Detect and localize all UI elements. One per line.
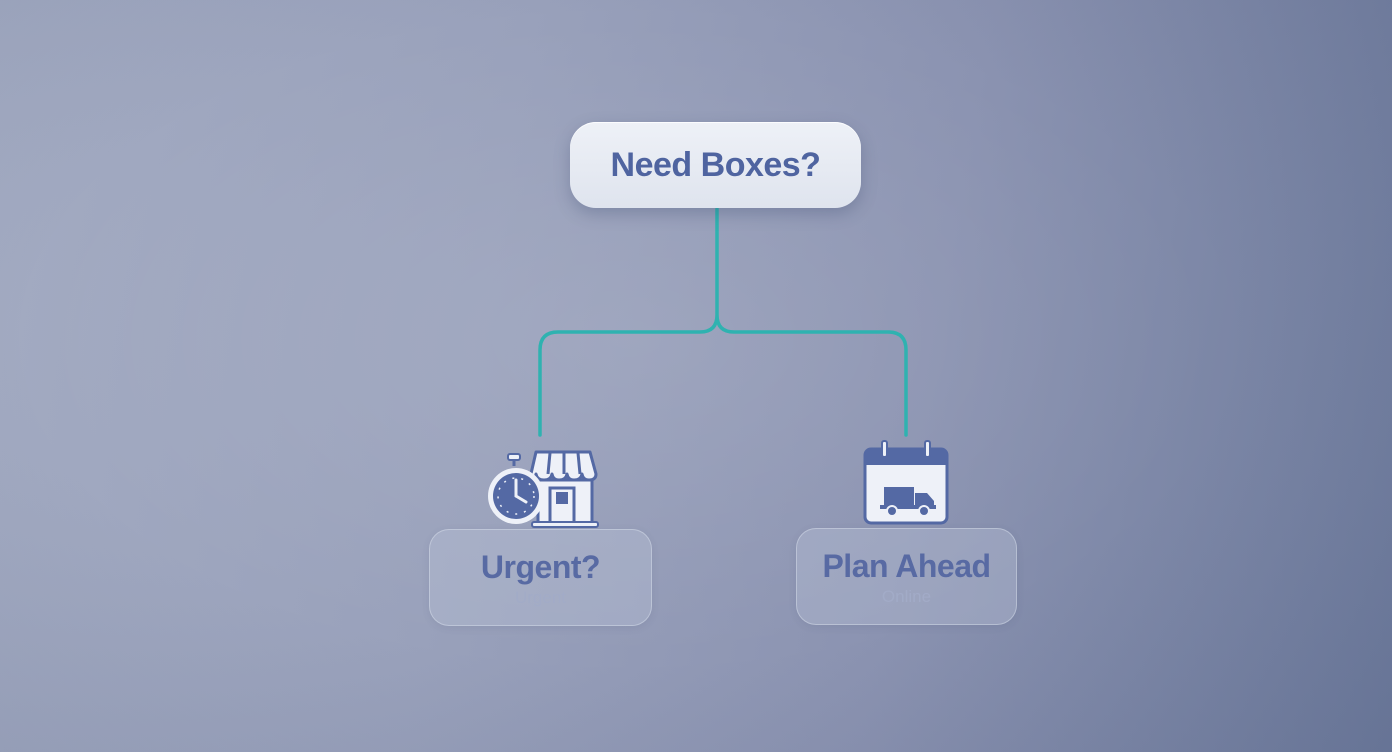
branch-card-urgent[interactable]: Urgent? Urgent [429, 529, 652, 626]
calendar-truck-icon [862, 439, 950, 527]
branch-subtitle-urgent: Urgent [514, 588, 567, 607]
branch-subtitle-online: Online [881, 587, 932, 606]
branch-card-plan-ahead[interactable]: Plan Ahead Online [796, 528, 1017, 625]
root-node[interactable]: Need Boxes? [570, 122, 861, 208]
connector-line [538, 207, 908, 437]
root-label: Need Boxes? [610, 145, 821, 184]
stopwatch-store-icon [486, 444, 602, 530]
branch-title-plan-ahead: Plan Ahead [822, 548, 991, 584]
branch-title-urgent: Urgent? [480, 549, 601, 585]
